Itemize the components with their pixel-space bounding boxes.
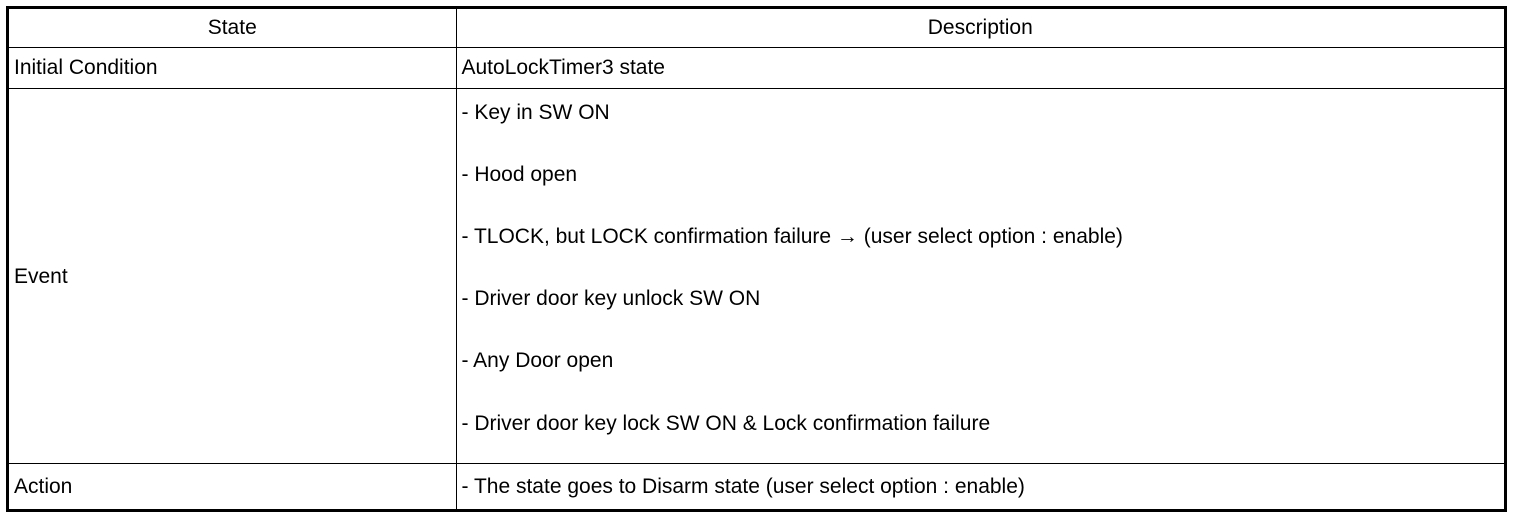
list-item: - Driver door key unlock SW ON <box>461 287 761 311</box>
header-description: Description <box>455 9 1504 48</box>
state-table: State Description Initial Condition Auto… <box>6 6 1507 512</box>
event-list: - Key in SW ON - Hood open - TLOCK, but … <box>462 93 1505 441</box>
state-cell: Action <box>9 463 457 509</box>
description-cell: - The state goes to Disarm state (user s… <box>455 463 1504 509</box>
table-row-action: Action - The state goes to Disarm state … <box>9 463 1504 509</box>
description-cell: - Key in SW ON - Hood open - TLOCK, but … <box>455 87 1505 465</box>
header-state: State <box>9 9 457 48</box>
state-cell: Initial Condition <box>9 46 457 89</box>
list-item: - Any Door open <box>461 349 614 373</box>
table-row-initial-condition: Initial Condition AutoLockTimer3 state <box>9 46 1504 89</box>
list-item: - Key in SW ON <box>461 100 610 124</box>
description-cell: AutoLockTimer3 state <box>455 46 1504 89</box>
list-item: - Hood open <box>461 162 578 186</box>
list-item: - TLOCK, but LOCK confirmation failure →… <box>461 225 1123 249</box>
header-row: State Description <box>9 9 1504 48</box>
state-description-table: State Description Initial Condition Auto… <box>9 9 1504 509</box>
table-row-event: Event - Key in SW ON - Hood open - TLOCK… <box>9 87 1505 465</box>
state-cell: Event <box>9 87 457 465</box>
list-item: - Driver door key lock SW ON & Lock conf… <box>461 411 991 435</box>
